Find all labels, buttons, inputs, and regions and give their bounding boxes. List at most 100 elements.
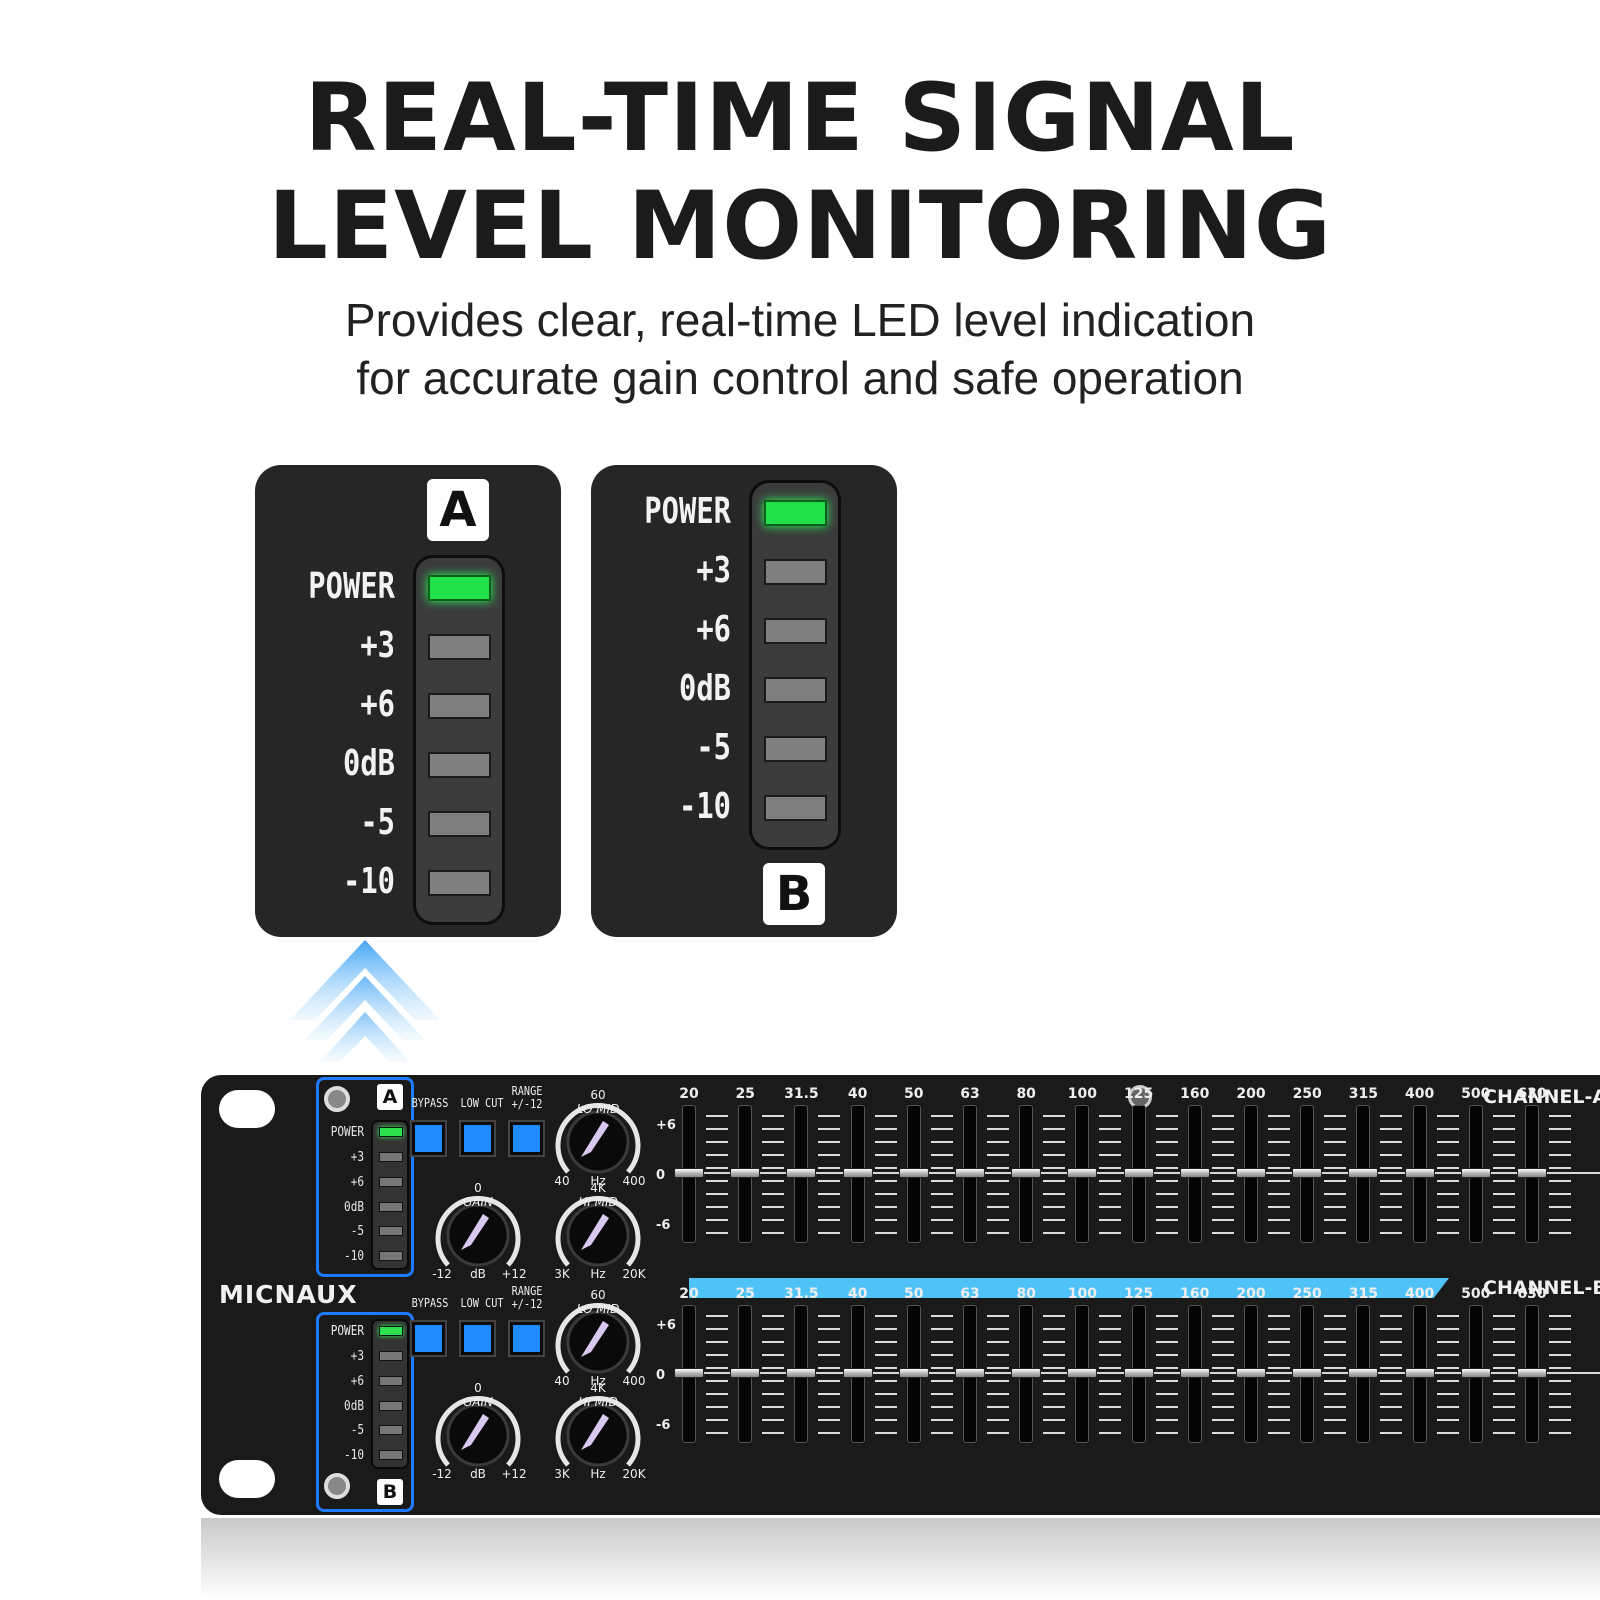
fader-31.5-a[interactable] <box>786 1168 817 1178</box>
band-label-a: 25 <box>735 1086 755 1102</box>
mini-label-0db-a: 0dB <box>344 1200 364 1215</box>
tick-marks <box>1380 1115 1403 1235</box>
lo-mid-knob-a[interactable] <box>551 1095 645 1189</box>
band-label-a: 125 <box>1123 1086 1154 1102</box>
band-label-a: 160 <box>1180 1086 1210 1102</box>
led-plus3-a <box>428 634 491 660</box>
rack-mount-hole-bottom <box>219 1460 275 1498</box>
fader-125-a[interactable] <box>1123 1168 1154 1178</box>
fader-40-a[interactable] <box>842 1168 873 1178</box>
hi-mid-min-value: 3K <box>554 1267 570 1281</box>
led-power-a <box>428 575 491 601</box>
label-power-a: POWER <box>308 566 395 607</box>
mini-led-column-a <box>371 1120 409 1270</box>
fader-100-b[interactable] <box>1067 1368 1098 1378</box>
mini-led-plus6-a <box>379 1177 403 1187</box>
range-label-b: RANGE+/-12 <box>507 1285 546 1310</box>
hi-mid-knob-b[interactable] <box>551 1388 645 1482</box>
mini-label-minus5-a: -5 <box>350 1224 364 1239</box>
range-label-a: RANGE+/-12 <box>507 1085 546 1110</box>
tick-marks <box>1380 1315 1403 1435</box>
led-minus5-b <box>764 736 827 762</box>
fader-630-b[interactable] <box>1517 1368 1547 1378</box>
lo-mid-top-value: 60 <box>590 1288 606 1302</box>
fader-80-b[interactable] <box>1011 1368 1042 1378</box>
fader-400-b[interactable] <box>1404 1368 1435 1378</box>
fader-400-a[interactable] <box>1404 1168 1435 1178</box>
mini-label-minus10-a: -10 <box>344 1249 364 1264</box>
channel-divider-stripe <box>689 1278 1449 1298</box>
fader-50-b[interactable] <box>898 1368 929 1378</box>
bypass-label-a: BYPASS <box>411 1096 449 1110</box>
fader-315-a[interactable] <box>1348 1168 1379 1178</box>
lo-mid-top-value: 60 <box>590 1088 606 1102</box>
band-label-b: 630 <box>1517 1286 1547 1302</box>
tick-marks <box>1099 1315 1122 1435</box>
scale-label-b: 0 <box>656 1368 666 1383</box>
fader-100-a[interactable] <box>1067 1168 1098 1178</box>
channel-a-badge: A <box>427 479 489 541</box>
fader-63-b[interactable] <box>955 1368 985 1378</box>
mini-led-power-a <box>379 1127 403 1137</box>
gain-knob-b[interactable] <box>431 1388 525 1482</box>
band-label-a: 40 <box>847 1086 868 1102</box>
mini-label-plus3-b: +3 <box>350 1349 364 1364</box>
fader-160-b[interactable] <box>1179 1368 1210 1378</box>
fader-125-b[interactable] <box>1123 1368 1154 1378</box>
lo-mid-unit: Hz <box>590 1174 606 1188</box>
low-cut-button-b[interactable] <box>459 1320 496 1357</box>
band-label-a: 400 <box>1404 1086 1435 1102</box>
tick-marks <box>930 1115 953 1235</box>
label-power-b: POWER <box>644 491 731 532</box>
fader-31.5-b[interactable] <box>786 1368 817 1378</box>
fader-200-a[interactable] <box>1236 1168 1266 1178</box>
equalizer-device: MICNAUX A POWER +3 +6 0dB -5 -10 POWER <box>201 1075 1600 1515</box>
zoom-meter-a: A POWER +3 +6 0dB -5 -10 <box>255 465 561 937</box>
fader-80-a[interactable] <box>1011 1168 1042 1178</box>
band-label-b: 200 <box>1236 1286 1266 1302</box>
lo-mid-name: LO MID <box>576 1302 620 1316</box>
band-label-b: 160 <box>1180 1286 1210 1302</box>
tick-marks <box>1155 1315 1178 1435</box>
tick-marks <box>1324 1115 1347 1235</box>
fader-500-a[interactable] <box>1460 1168 1491 1178</box>
hi-mid-knob-a[interactable] <box>551 1188 645 1282</box>
range-button-b[interactable] <box>508 1320 545 1357</box>
fader-630-a[interactable] <box>1517 1168 1547 1178</box>
led-minus10-a <box>428 870 491 896</box>
led-0db-b <box>764 677 827 703</box>
fader-160-a[interactable] <box>1179 1168 1210 1178</box>
fader-250-a[interactable] <box>1292 1168 1323 1178</box>
mini-led-minus5-a <box>379 1226 403 1236</box>
low-cut-label-b: LOW CUT <box>460 1296 504 1310</box>
hi-mid-name: HI MID <box>578 1395 618 1409</box>
fader-25-b[interactable] <box>730 1368 761 1378</box>
gain-knob-a[interactable] <box>431 1188 525 1282</box>
band-label-a: 250 <box>1292 1086 1322 1102</box>
bypass-button-b[interactable] <box>410 1320 447 1357</box>
fader-63-a[interactable] <box>955 1168 985 1178</box>
channel-b-badge: B <box>763 863 825 925</box>
led-power-b <box>764 500 827 526</box>
mini-label-0db-b: 0dB <box>344 1399 364 1414</box>
fader-20-b[interactable] <box>674 1368 704 1378</box>
fader-500-b[interactable] <box>1460 1368 1491 1378</box>
fader-200-b[interactable] <box>1236 1368 1266 1378</box>
mini-label-minus5-b: -5 <box>350 1423 364 1438</box>
fader-50-a[interactable] <box>898 1168 929 1178</box>
hi-mid-min-value: 3K <box>554 1467 570 1481</box>
tick-marks <box>1549 1315 1571 1435</box>
bypass-button-a[interactable] <box>410 1120 447 1157</box>
lo-mid-knob-b[interactable] <box>551 1295 645 1389</box>
fader-40-b[interactable] <box>842 1368 873 1378</box>
mini-led-minus10-b <box>379 1450 403 1460</box>
channel-a-mini-badge: A <box>377 1084 403 1110</box>
fader-250-b[interactable] <box>1292 1368 1323 1378</box>
band-label-a: 20 <box>679 1086 699 1102</box>
low-cut-button-a[interactable] <box>459 1120 496 1157</box>
low-cut-label-a: LOW CUT <box>460 1096 504 1110</box>
fader-25-a[interactable] <box>730 1168 761 1178</box>
fader-315-b[interactable] <box>1348 1368 1379 1378</box>
range-button-a[interactable] <box>508 1120 545 1157</box>
fader-20-a[interactable] <box>674 1168 704 1178</box>
